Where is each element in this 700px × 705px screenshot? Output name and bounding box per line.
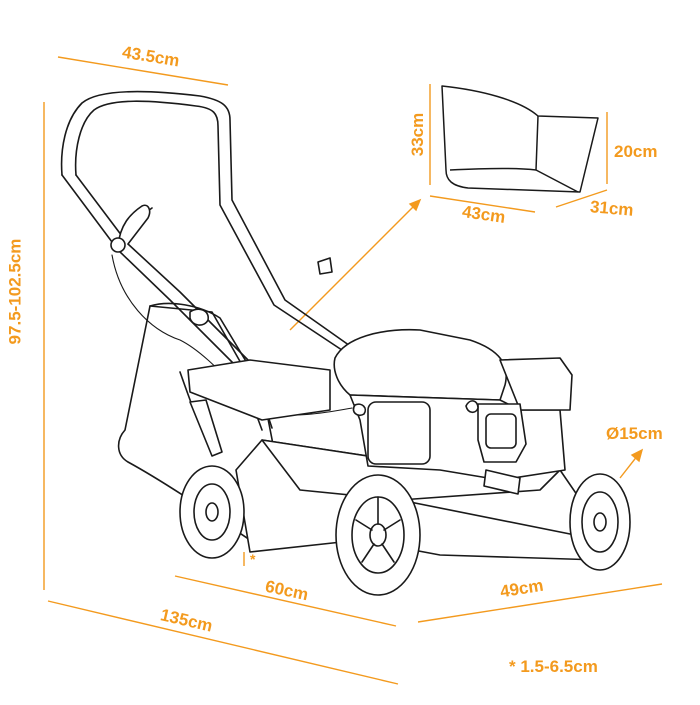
bag-detail-seam xyxy=(449,167,537,171)
leader-wheel-arrow xyxy=(619,454,639,479)
deck-front-lip xyxy=(399,499,601,541)
discharge-chute xyxy=(187,359,331,421)
height-adjust-lever xyxy=(189,399,223,457)
pull-start-handle xyxy=(465,400,479,414)
handle-fold-knob xyxy=(189,308,209,326)
label-bag-width: 31cm xyxy=(589,197,635,220)
front-left-wheel-cap xyxy=(205,502,219,522)
rear-wheel-cap xyxy=(593,512,607,532)
bag-detail-body xyxy=(441,85,599,193)
engine-cover xyxy=(333,328,507,401)
throttle-knob xyxy=(110,237,126,253)
arrow-head-bag xyxy=(408,198,422,212)
exhaust-guard xyxy=(483,469,521,495)
front-right-wheel-cap xyxy=(369,523,387,547)
front-right-wheel-spokes xyxy=(355,496,401,563)
footnote-cut-height: * 1.5-6.5cm xyxy=(509,657,598,676)
grass-bag-detail xyxy=(441,85,599,193)
dim-line-length xyxy=(47,600,399,685)
arrow-head-wheel xyxy=(630,448,644,463)
handle-knob-right xyxy=(317,257,333,275)
lawn-mower xyxy=(60,90,631,596)
label-bag-height: 33cm xyxy=(408,112,428,157)
dim-line-cutting-width xyxy=(174,575,397,627)
dim-line-width xyxy=(417,583,663,623)
bail-lever xyxy=(117,204,151,247)
primer-bulb xyxy=(352,403,367,417)
fuel-cap-inner xyxy=(485,413,517,449)
air-filter-grille xyxy=(367,401,431,465)
dim-line-handle-width xyxy=(57,56,229,86)
dimension-lines xyxy=(43,56,663,685)
handle-bar-inner xyxy=(74,100,361,363)
label-rear-wheel: Ø15cm xyxy=(606,424,663,443)
leader-bag-arrow xyxy=(289,204,416,331)
engine-head xyxy=(499,357,573,411)
handle-bar xyxy=(60,90,371,361)
label-cut-height-marker: * xyxy=(250,551,256,567)
label-height: 97.5-102.5cm xyxy=(5,238,25,345)
dim-line-bag-length xyxy=(429,195,536,213)
label-bag-depth: 20cm xyxy=(614,142,658,161)
dim-line-bag-width xyxy=(555,189,608,208)
